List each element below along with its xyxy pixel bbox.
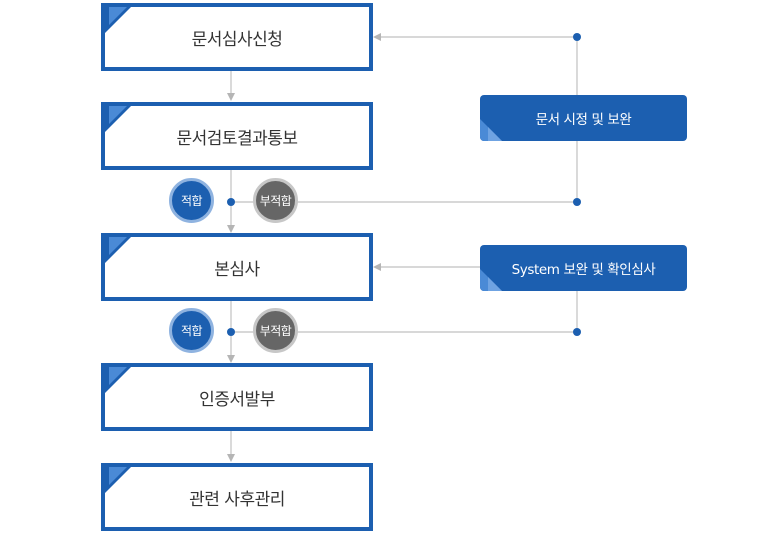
node-dot [227,198,235,206]
pass-badge: 적합 [169,308,214,353]
corner-accent [105,106,131,132]
corner-accent [105,237,131,263]
corner-accent [105,467,131,493]
node-dot [227,328,235,336]
action-label: System 보완 및 확인심사 [511,262,656,278]
step-document-review-result: 문서검토결과통보 [101,102,373,170]
fail-badge: 부적합 [253,178,298,223]
step-certificate-issuance: 인증서발부 [101,363,373,431]
step-follow-up-management: 관련 사후관리 [101,463,373,531]
step-main-audit: 본심사 [101,233,373,301]
step-label: 문서검토결과통보 [176,128,298,149]
step-label: 인증서발부 [199,389,275,410]
step-label: 본심사 [214,259,260,280]
node-dot [573,328,581,336]
step-document-review-application: 문서심사신청 [101,3,373,71]
action-document-correction: 문서 시정 및 보완 [480,95,687,141]
node-dot [573,33,581,41]
corner-accent [488,127,502,141]
step-label: 문서심사신청 [191,29,283,50]
pass-badge-label: 적합 [180,324,203,338]
fail-badge: 부적합 [253,308,298,353]
pass-badge: 적합 [169,178,214,223]
corner-accent [488,277,502,291]
corner-accent [105,367,131,393]
node-dot [573,198,581,206]
corner-accent [105,7,131,33]
fail-badge-label: 부적합 [259,194,292,208]
pass-badge-label: 적합 [180,194,203,208]
step-label: 관련 사후관리 [189,489,285,510]
action-label: 문서 시정 및 보완 [535,112,632,128]
action-system-supplement: System 보완 및 확인심사 [480,245,687,291]
fail-badge-label: 부적합 [259,324,292,338]
